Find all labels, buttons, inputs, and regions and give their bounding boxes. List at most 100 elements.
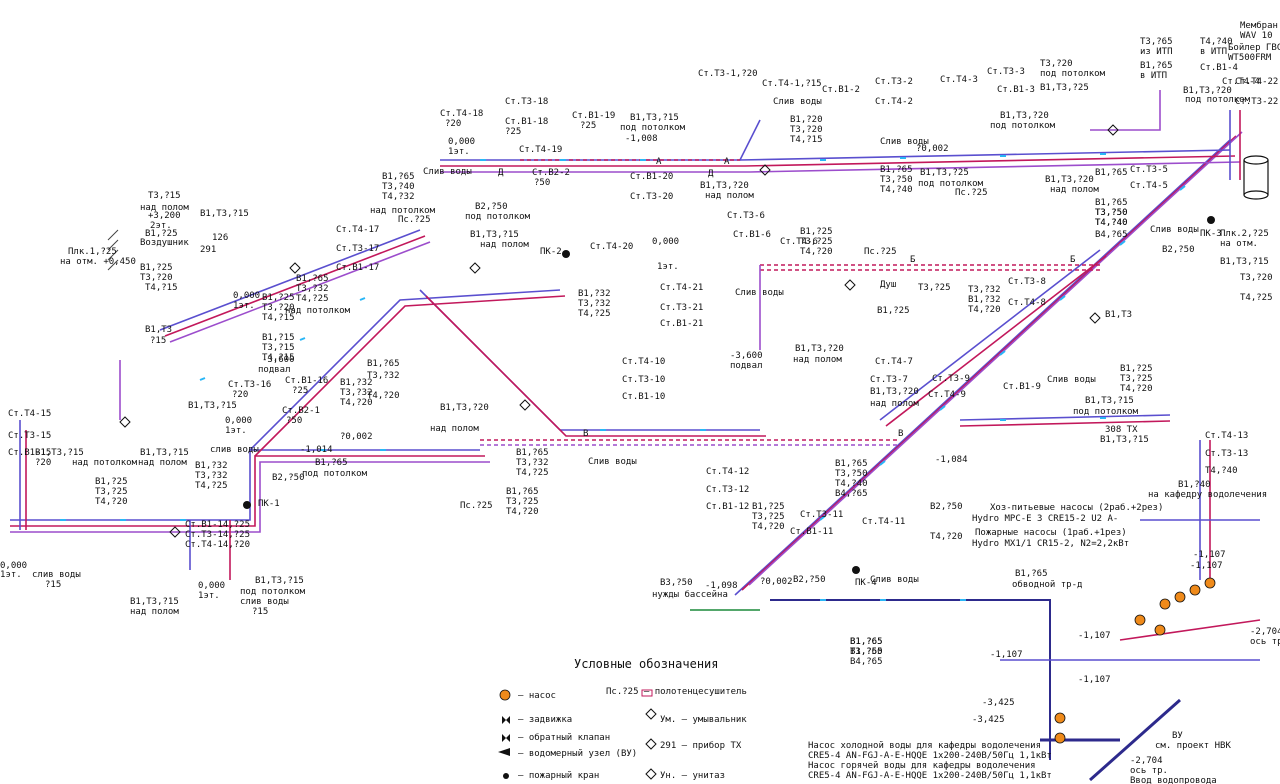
pipe-label: ?25 bbox=[292, 386, 308, 396]
pipe-label: В1,Т3,?20 bbox=[1045, 175, 1094, 185]
pipe-label: Пс.?25 bbox=[398, 215, 431, 225]
pipe-label: Ст.Т3-8 bbox=[1008, 277, 1046, 287]
pipe-label: 0,000 bbox=[233, 291, 260, 301]
pipe-label: над потолком bbox=[72, 458, 138, 468]
pipe-label: В1,?65 bbox=[506, 487, 539, 497]
pipe-label: Ст.Т3-11 bbox=[800, 510, 843, 520]
pipe-label: В2,?50 bbox=[475, 202, 508, 212]
pipe-label: -1,014 bbox=[300, 445, 333, 455]
pipe-label: В1,Т3,?25 bbox=[920, 168, 969, 178]
pipe-label: Ст.Т4-9 bbox=[928, 390, 966, 400]
legend-title: Условные обозначения bbox=[574, 657, 719, 671]
pipe-label: -1,107 bbox=[990, 650, 1023, 660]
pipe-label: В1,Т3,?15 bbox=[200, 209, 249, 219]
pipe-label: Ст.В2-2 bbox=[532, 168, 570, 178]
pipe-label: Ст.В2-1 bbox=[282, 406, 320, 416]
pipe-label: В1,Т3,?15 bbox=[630, 113, 679, 123]
pipe-label: В1,?15 bbox=[262, 333, 295, 343]
pipe-label: над полом bbox=[430, 424, 479, 434]
pipe-label: см. проект НВК bbox=[1155, 741, 1231, 751]
pipe-label: Т3,?25 bbox=[752, 512, 785, 522]
pipe-label: Ст.Т3-18 bbox=[505, 97, 548, 107]
pipe-label: В1,?65 bbox=[850, 637, 883, 647]
pipe-label: над потолком bbox=[370, 206, 436, 216]
pipe-label: В1,Т3,?15 bbox=[470, 230, 519, 240]
pipe-label: 0,000 bbox=[198, 581, 225, 591]
pipe-label: Т4,?15 bbox=[262, 313, 295, 323]
pipe-label: Душ bbox=[880, 280, 896, 290]
pipe-label: Ст.Т3-15 bbox=[8, 431, 51, 441]
pipe-label: Ст.Т3-7 bbox=[870, 375, 908, 385]
pipe-label: Т4,?40 bbox=[1095, 218, 1128, 228]
pipe-label: подвал bbox=[730, 361, 763, 371]
legend-washbasin-icon bbox=[645, 708, 657, 720]
pipe-label: ?25 bbox=[580, 121, 596, 131]
pipe-label: в ИТП bbox=[1140, 71, 1167, 81]
pipe-label: Т3,?32 bbox=[968, 285, 1001, 295]
pipe-label: на кафедру водолечения bbox=[1148, 490, 1267, 500]
pipe-label: ВУ bbox=[1172, 731, 1183, 741]
pipe-label: Пс.?25 bbox=[955, 188, 988, 198]
pipe-label: Ввод водопровода bbox=[1130, 776, 1217, 784]
pipe-label: Т3,?20 bbox=[262, 303, 295, 313]
pipe-label: над полом bbox=[870, 399, 919, 409]
pipe-label: В1,?65 bbox=[1095, 168, 1128, 178]
pipe-label: Ст.В1-12 bbox=[706, 502, 749, 512]
pipe-label: Т4,?20 bbox=[340, 398, 373, 408]
pipe-label: -1,107 bbox=[1078, 675, 1111, 685]
pipe-label: 126 bbox=[212, 233, 228, 243]
pipe-label: +3,200 bbox=[148, 211, 181, 221]
pipe-label: Ст.Т4-10 bbox=[622, 357, 665, 367]
pipe-label: В1,Т3,?20 bbox=[1000, 111, 1049, 121]
pipe-label: -2,704 bbox=[1130, 756, 1163, 766]
pipe-label: Т3,?50 bbox=[835, 469, 868, 479]
instrument-icons bbox=[119, 124, 1119, 538]
legend-toilet-icon bbox=[645, 768, 657, 780]
pipe-label: В1,?65 bbox=[382, 172, 415, 182]
pipe-label: Слив воды bbox=[588, 457, 637, 467]
pipe-label: ?15 bbox=[45, 580, 61, 590]
pipe-label: Ст.Т4-1,?15 bbox=[762, 79, 822, 89]
pipe-label: Т4,?20 bbox=[968, 305, 1001, 315]
pipe-label: ось тр. bbox=[1250, 637, 1280, 647]
pipe-label: Т3,?15 bbox=[148, 191, 181, 201]
pipe-label: Т4,?20 bbox=[367, 391, 400, 401]
pipe-label: В2,?50 bbox=[272, 473, 305, 483]
pipe-label: из ИТП bbox=[1140, 47, 1173, 57]
pipe-label: В1,Т3,?15 bbox=[1085, 396, 1134, 406]
pipe-label: Т3,?32 bbox=[195, 471, 228, 481]
pipe-label: Ст.В1-20 bbox=[630, 172, 673, 182]
legend-check-valve-icon bbox=[502, 734, 510, 742]
pipe-label: Т3,?65 bbox=[1140, 37, 1173, 47]
pipe-label: Ст.Т4-7 bbox=[875, 357, 913, 367]
fire-hydrant-icons bbox=[243, 216, 1215, 574]
pipe-label: под потолком bbox=[620, 123, 686, 133]
pipe-label: Т3,?25 bbox=[1120, 374, 1153, 384]
pipe-label: ?20 bbox=[35, 458, 51, 468]
pipe-label: ПК-4 bbox=[855, 578, 877, 588]
pipe-label: Ст.Т3-22 bbox=[1235, 97, 1278, 107]
pipe-label: 1эт. bbox=[225, 426, 247, 436]
wall-hatch bbox=[107, 229, 119, 271]
section-marker: Д bbox=[708, 169, 714, 179]
pipe-label: ?50 bbox=[534, 178, 550, 188]
pipe-label: Плк.2,?25 bbox=[1220, 229, 1269, 239]
legend-water-meter-icon bbox=[498, 748, 510, 756]
pipe-label: Ст.Т3-14,?25 bbox=[185, 530, 250, 540]
pipe-label: Ст.Т3-5 bbox=[1130, 165, 1168, 175]
pipe-label: Слив воды bbox=[1150, 225, 1199, 235]
pipe-label: Слив воды bbox=[423, 167, 472, 177]
pipe-label: Т3,?50 bbox=[880, 175, 913, 185]
pipe-label: В1,?65 bbox=[835, 459, 868, 469]
section-marker: А bbox=[724, 157, 730, 167]
pipe-label: над полом bbox=[705, 191, 754, 201]
pipe-label: WAV 10 bbox=[1240, 31, 1273, 41]
pipe-label: В2,?50 bbox=[930, 502, 963, 512]
pipe-label: Т4,?15 bbox=[262, 353, 295, 363]
pipe-label: Ст.Т4-5 bbox=[1130, 181, 1168, 191]
pipe-label: Т3,?25 bbox=[506, 497, 539, 507]
pipe-label: В1,Т3,?15 bbox=[1100, 435, 1149, 445]
pipe-label: Т3,?20 bbox=[1240, 273, 1273, 283]
pipe-label: под потолком bbox=[465, 212, 531, 222]
pipe-label: на отм. bbox=[1220, 239, 1258, 249]
